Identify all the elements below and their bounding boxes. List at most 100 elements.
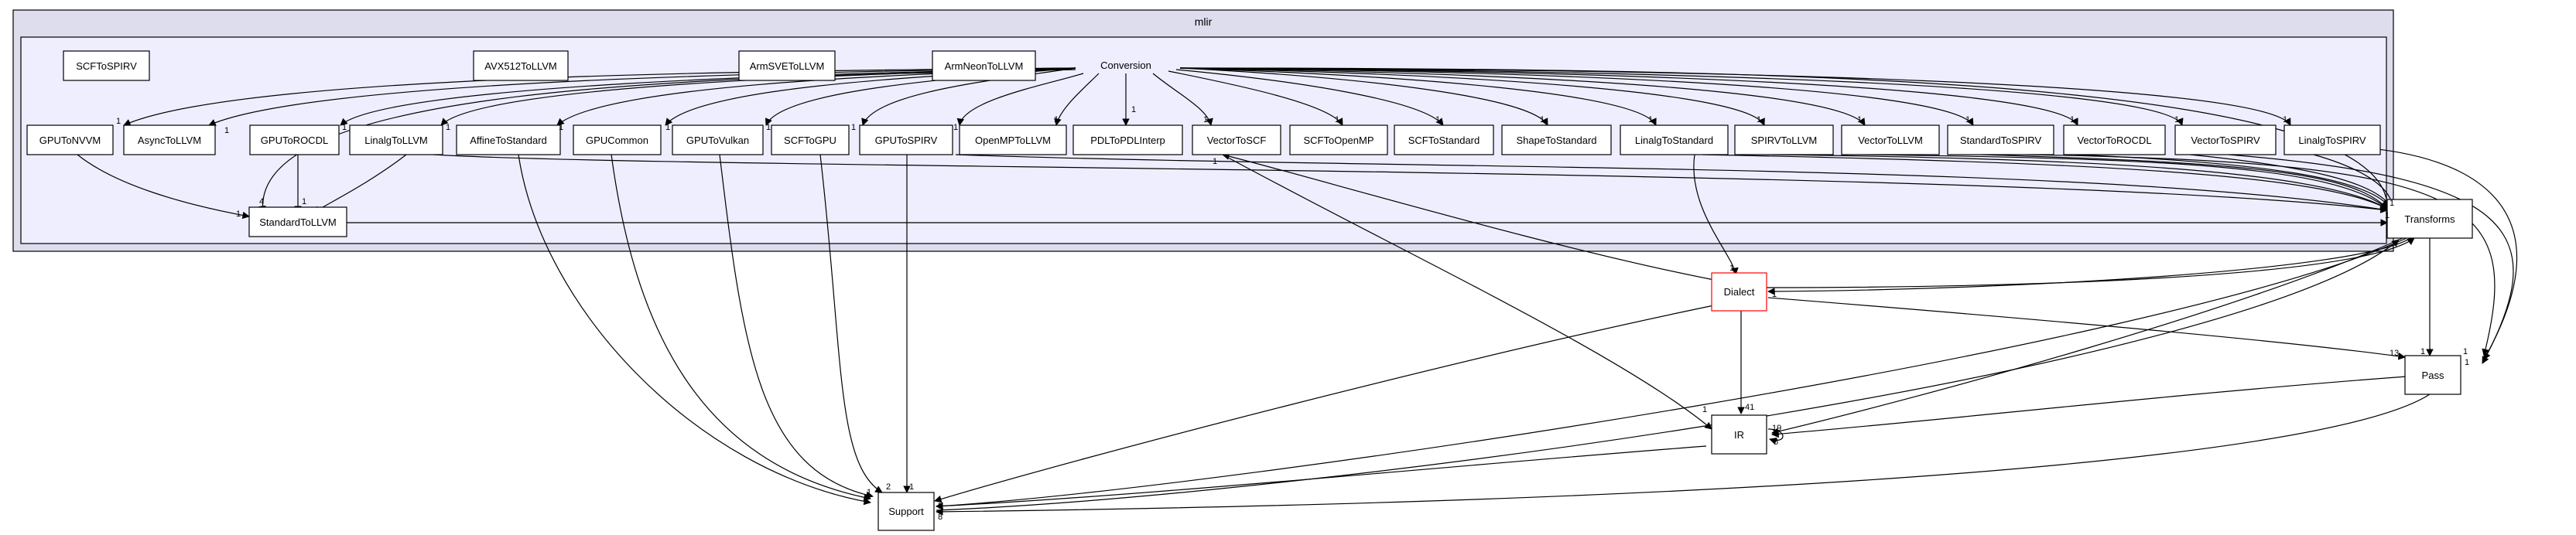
- edge-label: 1: [2174, 115, 2179, 124]
- edge-label: 1: [224, 126, 229, 135]
- node-dialect[interactable]: Dialect: [1711, 272, 1767, 312]
- svg-text:SPIRVToLLVM: SPIRVToLLVM: [1751, 135, 1818, 146]
- svg-text:Dialect: Dialect: [1724, 286, 1755, 298]
- node-linalg-to-spirv[interactable]: LinalgToSPIRV: [2284, 124, 2381, 155]
- edge-support-transforms: [936, 239, 2400, 511]
- node-gpu-to-rocdl[interactable]: GPUToROCDL: [249, 124, 340, 155]
- svg-text:LinalgToStandard: LinalgToStandard: [1635, 135, 1713, 146]
- edge-linalg-to-spirv-pass: [2352, 146, 2518, 360]
- edge-label: 1: [1772, 290, 1777, 299]
- edge-vector-to-llvm-transforms: [1864, 154, 2388, 210]
- edge-label: 1: [2385, 211, 2390, 220]
- edge-labels: 1 1 1 1 1 1 1 1 1 1 1 1 1 1 1 1 1 1 1 1 …: [116, 105, 2469, 522]
- node-shape-to-standard[interactable]: ShapeToStandard: [1501, 124, 1612, 155]
- svg-text:AsyncToLLVM: AsyncToLLVM: [138, 135, 201, 146]
- edge-label: 1: [1131, 105, 1136, 114]
- edge-ir-self: [1767, 428, 1784, 445]
- edge-label: 1: [867, 488, 871, 497]
- edge-label: 1: [1857, 115, 1862, 124]
- edge-linalg-to-standard-dialect: [1693, 154, 1739, 275]
- edge-dialect-pass: [1767, 297, 2406, 360]
- svg-text:SCFToGPU: SCFToGPU: [784, 135, 836, 146]
- node-scf-to-standard[interactable]: SCFToStandard: [1394, 124, 1494, 155]
- edge-conversion-standard-to-spirv: [1179, 67, 1974, 126]
- edge-label: 1: [1729, 264, 1734, 273]
- edge-label: 1: [446, 123, 450, 132]
- edge-label: 1: [236, 210, 241, 219]
- node-linalg-to-llvm[interactable]: LinalgToLLVM: [349, 124, 443, 155]
- edge-conversion-vector-to-rocdl: [1179, 67, 2078, 126]
- node-openmp-to-llvm[interactable]: OpenMPToLLVM: [959, 124, 1067, 155]
- node-affine-to-standard[interactable]: AffineToStandard: [456, 124, 561, 155]
- edge-dialect-transforms: [1764, 237, 2415, 288]
- edge-dialect-support: [934, 305, 1715, 503]
- node-async-to-llvm[interactable]: AsyncToLLVM: [123, 124, 216, 155]
- edge-label: 1: [1435, 115, 1440, 124]
- svg-text:OpenMPToLLVM: OpenMPToLLVM: [975, 135, 1051, 146]
- node-support[interactable]: Support: [877, 492, 935, 531]
- svg-text:VectorToSCF: VectorToSCF: [1207, 135, 1267, 146]
- edge-gpu-to-spirv-transforms: [955, 154, 2388, 213]
- node-avx512-to-llvm[interactable]: AVX512ToLLVM: [473, 50, 569, 81]
- node-conversion[interactable]: Conversion: [1100, 60, 1151, 71]
- edge-label: 2: [886, 482, 891, 492]
- cluster-conversion-label: Conversion: [1100, 60, 1151, 71]
- svg-text:GPUToSPIRV: GPUToSPIRV: [875, 135, 938, 146]
- svg-text:StandardToSPIRV: StandardToSPIRV: [1960, 135, 2042, 146]
- edge-label: 19: [1772, 424, 1781, 433]
- node-vector-to-llvm[interactable]: VectorToLLVM: [1841, 124, 1940, 155]
- node-pass[interactable]: Pass: [2404, 355, 2461, 395]
- edge-vector-to-spirv-transforms: [2189, 154, 2392, 208]
- node-vector-to-spirv[interactable]: VectorToSPIRV: [2174, 124, 2277, 155]
- cluster-mlir-label: mlir: [1195, 15, 1213, 28]
- svg-text:Support: Support: [888, 506, 924, 517]
- node-gpu-to-nvvm[interactable]: GPUToNVVM: [26, 124, 114, 155]
- edge-label: 1: [766, 123, 771, 132]
- node-spirv-to-llvm[interactable]: SPIRVToLLVM: [1734, 124, 1834, 155]
- node-scf-to-spirv[interactable]: SCFToSPIRV: [63, 50, 150, 81]
- node-pdl-to-pdl-interp[interactable]: PDLToPDLInterp: [1072, 124, 1183, 155]
- edge-pass-ir: [1771, 376, 2407, 438]
- edge-conversion-gpu-to-spirv: [956, 73, 1084, 126]
- node-transforms[interactable]: Transforms: [2386, 199, 2473, 239]
- edge-conversion-spirv-to-llvm: [1179, 67, 1765, 126]
- node-vector-to-rocdl[interactable]: VectorToROCDL: [2063, 124, 2166, 155]
- node-standard-to-spirv[interactable]: StandardToSPIRV: [1947, 124, 2054, 155]
- edge-label: 1: [953, 123, 958, 132]
- edge-label: 1: [1702, 405, 1707, 414]
- edge-conversion-shape-to-standard: [1179, 67, 1548, 126]
- node-scf-to-gpu[interactable]: SCFToGPU: [771, 124, 850, 155]
- node-standard-to-llvm[interactable]: StandardToLLVM: [248, 206, 347, 237]
- edge-conversion-vector-to-scf: [1152, 73, 1213, 126]
- edge-gpu-common-support: [611, 154, 871, 502]
- svg-text:Transforms: Transforms: [2404, 213, 2455, 225]
- edge-label: 1: [2465, 358, 2469, 367]
- svg-text:IR: IR: [1734, 429, 1744, 441]
- svg-text:Pass: Pass: [2422, 370, 2444, 381]
- edge-affine-to-standard-support: [518, 154, 871, 506]
- edge-label: 1: [909, 482, 914, 492]
- node-vector-to-scf[interactable]: VectorToSCF: [1192, 124, 1281, 155]
- edge-label: 1: [1757, 115, 1761, 124]
- svg-text:GPUToNVVM: GPUToNVVM: [39, 135, 101, 146]
- edge-label: 1: [1054, 115, 1059, 124]
- edge-label: 1: [1648, 115, 1653, 124]
- edge-label: 1: [2463, 347, 2468, 356]
- edge-label: 1: [116, 117, 121, 126]
- node-arm-neon-to-llvm[interactable]: ArmNeonToLLVM: [932, 50, 1036, 81]
- node-ir[interactable]: IR: [1711, 414, 1767, 455]
- node-gpu-to-vulkan[interactable]: GPUToVulkan: [672, 124, 764, 155]
- edge-label: 1: [665, 123, 670, 132]
- edge-dialect-vector-to-scf: [1222, 152, 1715, 281]
- edge-label: 1: [1213, 157, 1217, 166]
- node-gpu-common[interactable]: GPUCommon: [573, 124, 662, 155]
- edge-label: 8: [938, 513, 942, 522]
- svg-text:StandardToLLVM: StandardToLLVM: [259, 216, 337, 228]
- node-scf-to-openmp[interactable]: SCFToOpenMP: [1289, 124, 1388, 155]
- node-arm-sve-to-llvm[interactable]: ArmSVEToLLVM: [738, 50, 836, 81]
- edge-label: 1: [342, 123, 347, 132]
- node-gpu-to-spirv[interactable]: GPUToSPIRV: [859, 124, 953, 155]
- edge-conversion-vector-to-spirv: [1179, 67, 2184, 126]
- node-linalg-to-standard[interactable]: LinalgToStandard: [1620, 124, 1729, 155]
